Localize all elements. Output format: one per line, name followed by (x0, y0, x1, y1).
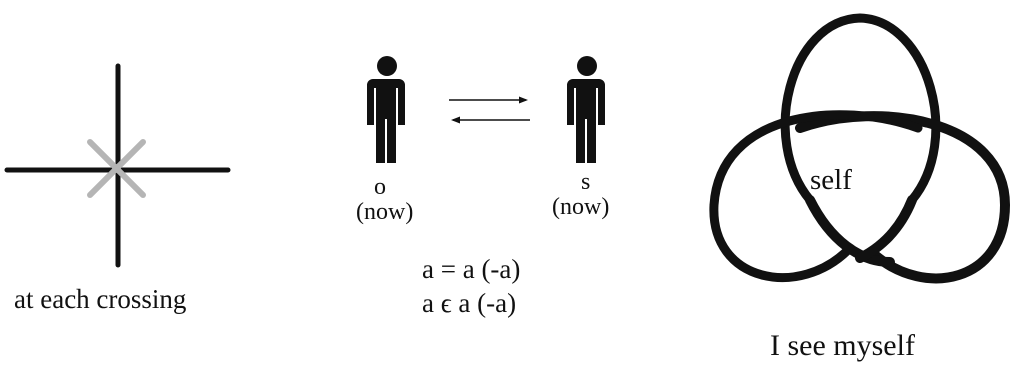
observer-panel: o (now) s (now) a = a (-a) a ϵ a (-a) (330, 0, 650, 373)
trefoil-caption: I see myself (770, 329, 915, 362)
crossing-caption: at each crossing (14, 284, 187, 314)
person-s-icon (567, 56, 605, 163)
arrow-left-icon (451, 116, 530, 124)
self-label: self (810, 164, 852, 196)
trefoil-inner-right-arc (855, 195, 917, 263)
trefoil-left-lobe (709, 110, 923, 283)
trefoil-top-lobe (780, 13, 941, 205)
arrow-right-icon (449, 96, 528, 104)
observer-s-time: (now) (552, 194, 610, 220)
trefoil-panel: self I see myself (700, 0, 1013, 373)
person-o-icon (367, 56, 405, 163)
trefoil-right-lobe (795, 111, 1010, 284)
crossing-panel: at each crossing (0, 0, 240, 373)
cross-mark-icon (87, 139, 146, 198)
observer-o-time: (now) (356, 199, 414, 225)
observer-diagram (367, 56, 605, 163)
observer-o-letter: o (374, 174, 386, 200)
equation-membership: a ϵ a (-a) (422, 288, 517, 318)
trefoil-inner-left-arc (805, 195, 895, 267)
observer-s-letter: s (581, 169, 591, 195)
crossing-diagram (4, 63, 231, 268)
trefoil-knot-icon (709, 13, 1010, 284)
equation-identity: a = a (-a) (422, 254, 521, 284)
